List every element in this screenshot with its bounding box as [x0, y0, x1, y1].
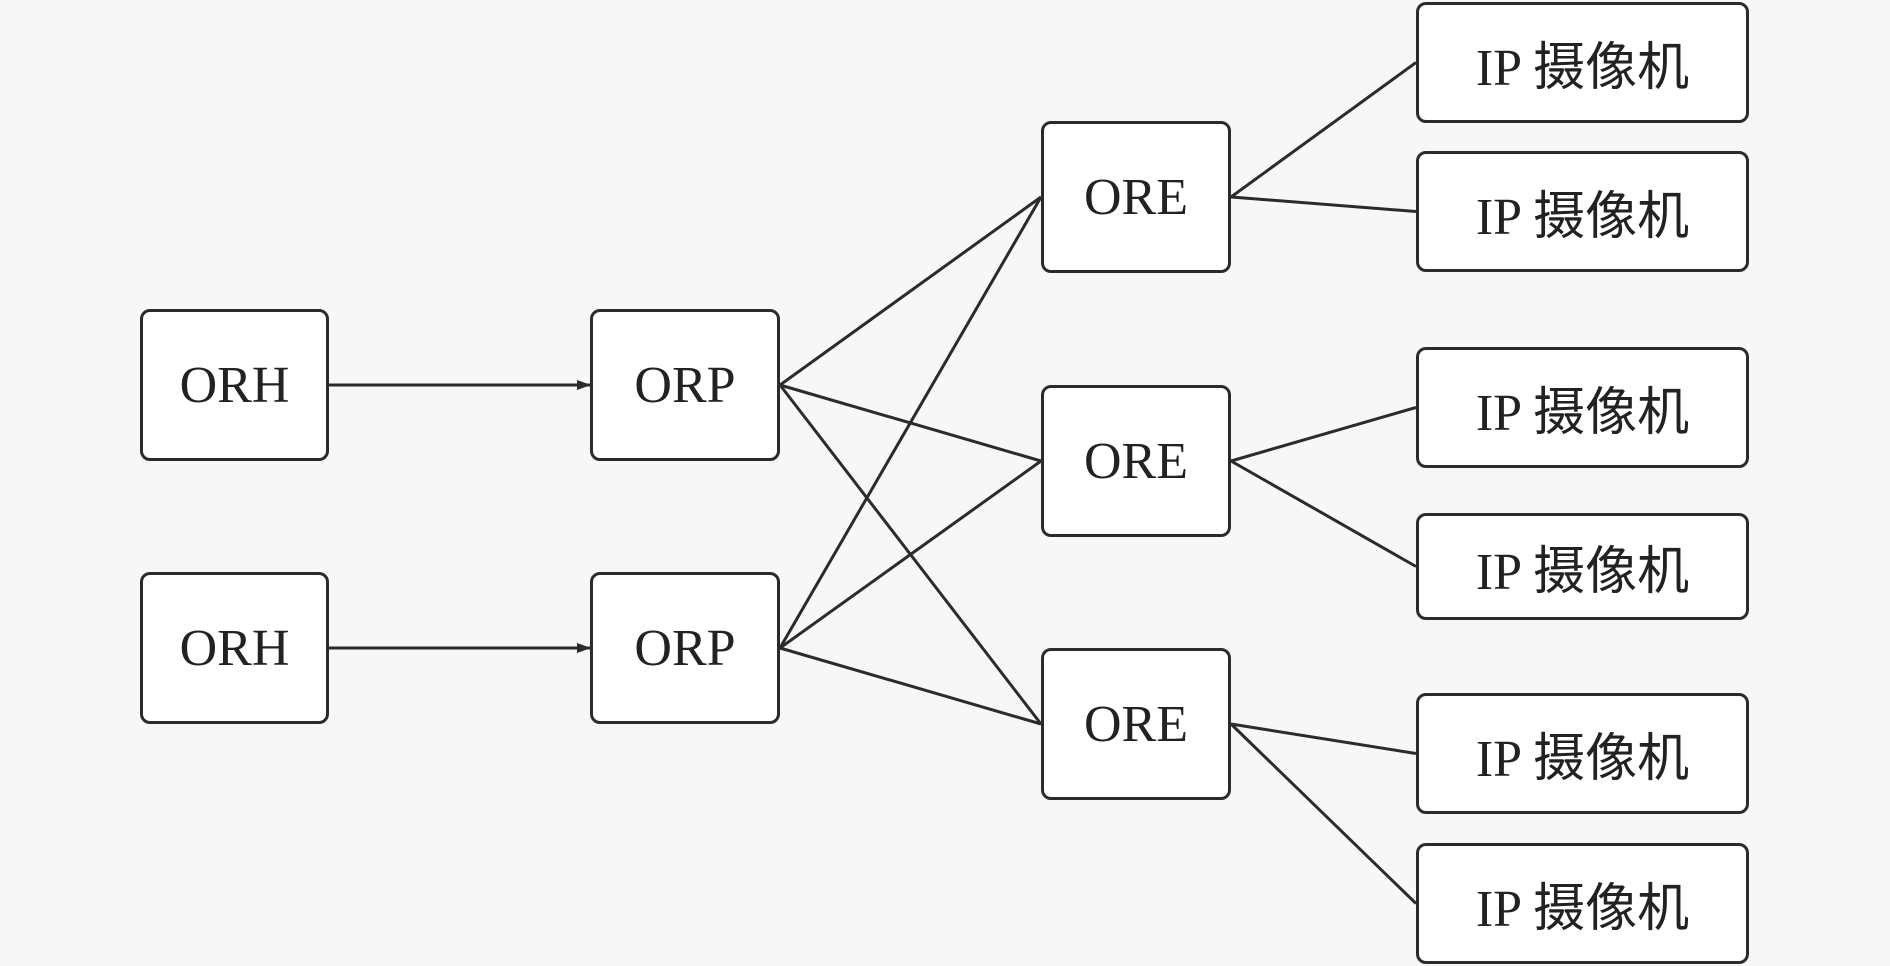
orh-node-1: ORH: [140, 309, 329, 461]
connector-ore1-cam2: [1230, 195, 1417, 213]
connector-ore1-cam1: [1230, 61, 1417, 199]
ore-node-3: ORE: [1041, 648, 1231, 800]
ore-node-2: ORE: [1041, 385, 1231, 537]
ip-camera-node-2: IP 摄像机: [1416, 151, 1749, 272]
connector-ore3-cam5: [1230, 722, 1417, 755]
ip-camera-node-5: IP 摄像机: [1416, 693, 1749, 814]
connector-orp2-ore3: [779, 646, 1042, 726]
ip-camera-node-6: IP 摄像机: [1416, 843, 1749, 964]
ip-camera-node-1: IP 摄像机: [1416, 2, 1749, 123]
orp-node-1: ORP: [590, 309, 780, 461]
ore-node-1: ORE: [1041, 121, 1231, 273]
connector-orp1-ore1: [779, 195, 1042, 387]
connector-orp2-ore1: [778, 196, 1043, 649]
connector-ore2-cam4: [1230, 459, 1417, 568]
connector-ore3-cam6: [1229, 722, 1418, 905]
connector-ore2-cam3: [1230, 406, 1417, 463]
orp-node-2: ORP: [590, 572, 780, 724]
connector-orp2-ore2: [779, 459, 1042, 650]
ip-camera-node-4: IP 摄像机: [1416, 513, 1749, 620]
ip-camera-node-3: IP 摄像机: [1416, 347, 1749, 468]
orh-node-2: ORH: [140, 572, 329, 724]
